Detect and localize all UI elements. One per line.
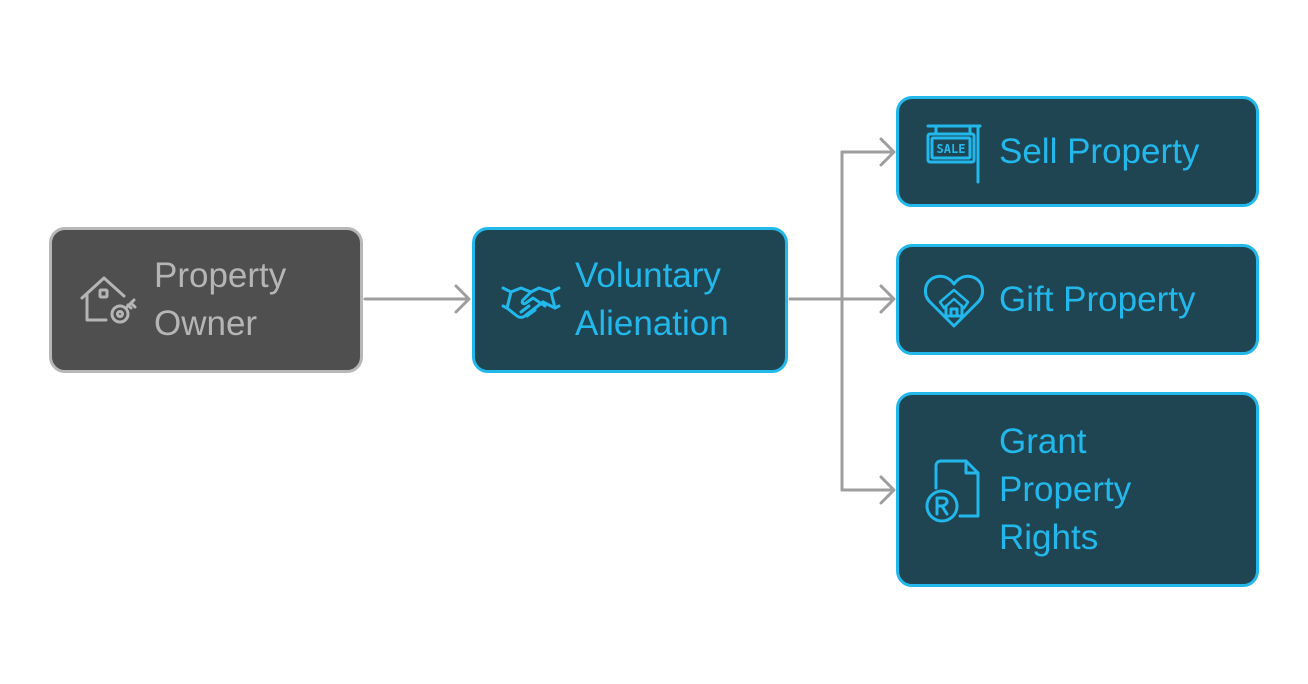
- arrowhead-sell: [879, 137, 896, 167]
- label-line: Voluntary: [575, 256, 721, 295]
- label-line: Property: [154, 256, 287, 295]
- node-sell-property[interactable]: SALE Sell Property: [896, 96, 1259, 207]
- node-property-owner[interactable]: Property Owner: [49, 227, 363, 373]
- node-gift-property[interactable]: Gift Property: [896, 244, 1259, 355]
- arrowhead-gift: [879, 284, 896, 314]
- arrowhead-voluntary: [454, 284, 471, 314]
- heart-house-icon: [919, 268, 989, 332]
- label-line: Sell Property: [999, 131, 1200, 171]
- registered-document-icon: [919, 454, 989, 526]
- svg-text:SALE: SALE: [937, 142, 966, 156]
- arrowhead-grant: [879, 475, 896, 505]
- label-line: Owner: [154, 304, 258, 343]
- node-voluntary-alienation[interactable]: Voluntary Alienation: [472, 227, 788, 373]
- node-label: Gift Property: [999, 276, 1195, 324]
- node-label: Sell Property: [999, 128, 1199, 176]
- sale-sign-icon: SALE: [919, 120, 989, 184]
- label-line: Grant: [999, 421, 1087, 461]
- handshake-icon: [495, 268, 567, 332]
- node-label: Property Owner: [154, 252, 286, 348]
- label-line: Property: [999, 469, 1132, 509]
- node-grant-property-rights[interactable]: Grant Property Rights: [896, 392, 1259, 587]
- house-key-icon: [72, 268, 144, 332]
- label-line: Rights: [999, 517, 1099, 557]
- node-label: Grant Property Rights: [999, 418, 1131, 562]
- label-line: Alienation: [575, 304, 729, 343]
- label-line: Gift Property: [999, 279, 1196, 319]
- node-label: Voluntary Alienation: [575, 252, 729, 348]
